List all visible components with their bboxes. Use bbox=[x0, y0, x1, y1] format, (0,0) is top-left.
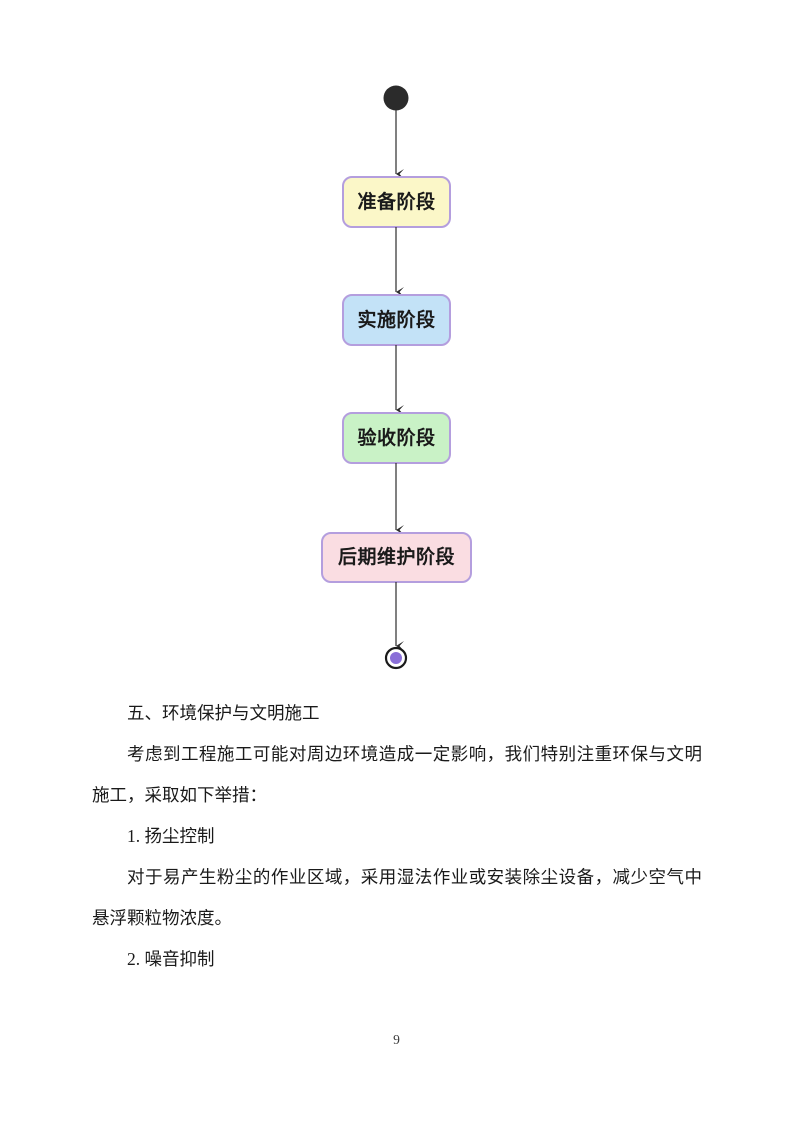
flow-node-accept[interactable]: 验收阶段 bbox=[342, 412, 451, 464]
list-item-1-body: 对于易产生粉尘的作业区域，采用湿法作业或安装除尘设备，减少空气中悬浮颗粒物浓度。 bbox=[92, 867, 702, 928]
flow-node-prep-label: 准备阶段 bbox=[357, 190, 436, 213]
document-body: 五、环境保护与文明施工 考虑到工程施工可能对周边环境造成一定影响，我们特别注重环… bbox=[92, 693, 702, 980]
list-item-1-title: 1. 扬尘控制 bbox=[127, 826, 215, 846]
end-node-core bbox=[390, 652, 402, 664]
paragraph-intro: 考虑到工程施工可能对周边环境造成一定影响，我们特别注重环保与文明施工，采取如下举… bbox=[92, 744, 702, 805]
flow-node-impl[interactable]: 实施阶段 bbox=[342, 294, 451, 346]
process-flowchart: 准备阶段 实施阶段 验收阶段 后期维护阶段 bbox=[321, 85, 472, 670]
list-item-2-title: 2. 噪音抑制 bbox=[127, 949, 215, 969]
flow-node-prep[interactable]: 准备阶段 bbox=[342, 176, 451, 228]
flow-node-maint-label: 后期维护阶段 bbox=[338, 545, 456, 568]
end-node bbox=[384, 646, 408, 670]
start-node bbox=[383, 85, 409, 111]
flow-node-maint[interactable]: 后期维护阶段 bbox=[321, 532, 472, 583]
flow-node-accept-label: 验收阶段 bbox=[357, 426, 436, 449]
section-heading: 五、环境保护与文明施工 bbox=[127, 703, 320, 723]
flow-node-impl-label: 实施阶段 bbox=[357, 308, 436, 331]
page-number: 9 bbox=[393, 1032, 400, 1047]
